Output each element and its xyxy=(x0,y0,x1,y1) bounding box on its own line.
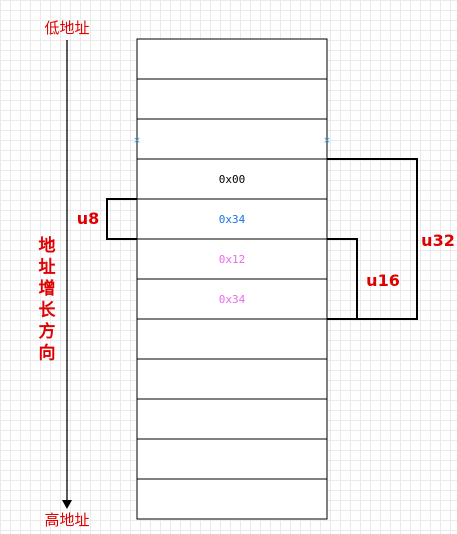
u16-bracket xyxy=(327,238,358,320)
memory-cell xyxy=(136,478,328,520)
memory-cell xyxy=(136,358,328,400)
u32-bracket xyxy=(327,158,418,320)
memory-cell-value: 0x12 xyxy=(219,253,246,266)
connection-marker-icon: × xyxy=(133,136,141,146)
memory-cell-value: 0x34 xyxy=(219,293,246,306)
high-address-label: 高地址 xyxy=(44,511,89,529)
u16-label: u16 xyxy=(366,271,400,290)
memory-cell xyxy=(136,198,328,240)
low-address-label: 低地址 xyxy=(44,19,89,37)
memory-cell xyxy=(136,398,328,440)
u8-bracket xyxy=(106,198,137,240)
growth-direction-char: 方 xyxy=(39,321,56,342)
memory-cell-value: 0x00 xyxy=(219,173,246,186)
memory-column xyxy=(136,38,328,520)
memory-cell-value: 0x34 xyxy=(219,213,246,226)
connection-marker-icon: × xyxy=(323,136,331,146)
memory-cell xyxy=(136,318,328,360)
memory-cell xyxy=(136,278,328,320)
growth-direction-char: 址 xyxy=(39,258,56,278)
u32-label: u32 xyxy=(421,231,455,250)
growth-direction-char: 向 xyxy=(39,343,56,364)
memory-values: 0x00 0x34 0x12 0x34 xyxy=(219,173,246,306)
memory-cell xyxy=(136,38,328,80)
growth-direction-char: 地 xyxy=(39,235,56,256)
growth-direction-char: 增 xyxy=(39,278,56,299)
memory-cell xyxy=(136,78,328,120)
growth-direction-char: 长 xyxy=(39,300,57,321)
u8-label: u8 xyxy=(77,209,100,228)
memory-cell xyxy=(136,118,328,160)
arrow-head-icon xyxy=(62,500,72,509)
memory-cell xyxy=(136,438,328,480)
